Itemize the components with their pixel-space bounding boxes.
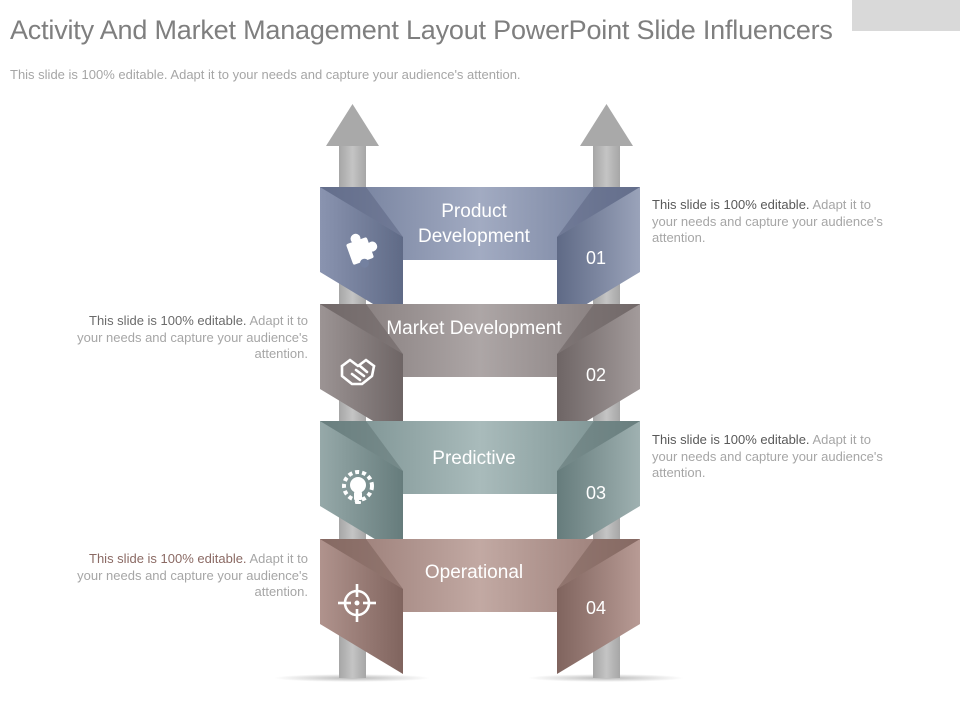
step-description-02: This slide is 100% editable. Adapt it to… bbox=[77, 313, 308, 361]
step-number-03: 03 bbox=[585, 483, 607, 503]
page-title: Activity And Market Management Layout Po… bbox=[10, 15, 833, 45]
step-number-01: 01 bbox=[585, 248, 607, 268]
step-number-04: 04 bbox=[585, 598, 607, 618]
crosshair-icon bbox=[338, 584, 376, 622]
step-label-03: Predictive bbox=[432, 448, 516, 469]
step-band-01 bbox=[320, 187, 640, 322]
page-subtitle: This slide is 100% editable. Adapt it to… bbox=[10, 67, 521, 82]
step-number-02: 02 bbox=[585, 365, 607, 385]
step-band-03 bbox=[320, 421, 640, 556]
step-description-03: This slide is 100% editable. Adapt it to… bbox=[652, 432, 883, 480]
lightbulb-gear-icon bbox=[342, 470, 374, 504]
corner-placeholder bbox=[852, 0, 960, 31]
puzzle-icon bbox=[346, 233, 378, 268]
step-label-02: Market Development bbox=[386, 318, 562, 339]
handshake-icon bbox=[340, 358, 376, 386]
step-label-04: Operational bbox=[424, 562, 524, 583]
step-band-04 bbox=[320, 539, 640, 674]
step-label-01: Product Development bbox=[418, 201, 530, 247]
step-description-04: This slide is 100% editable. Adapt it to… bbox=[77, 551, 308, 599]
step-description-01: This slide is 100% editable. Adapt it to… bbox=[652, 197, 883, 245]
